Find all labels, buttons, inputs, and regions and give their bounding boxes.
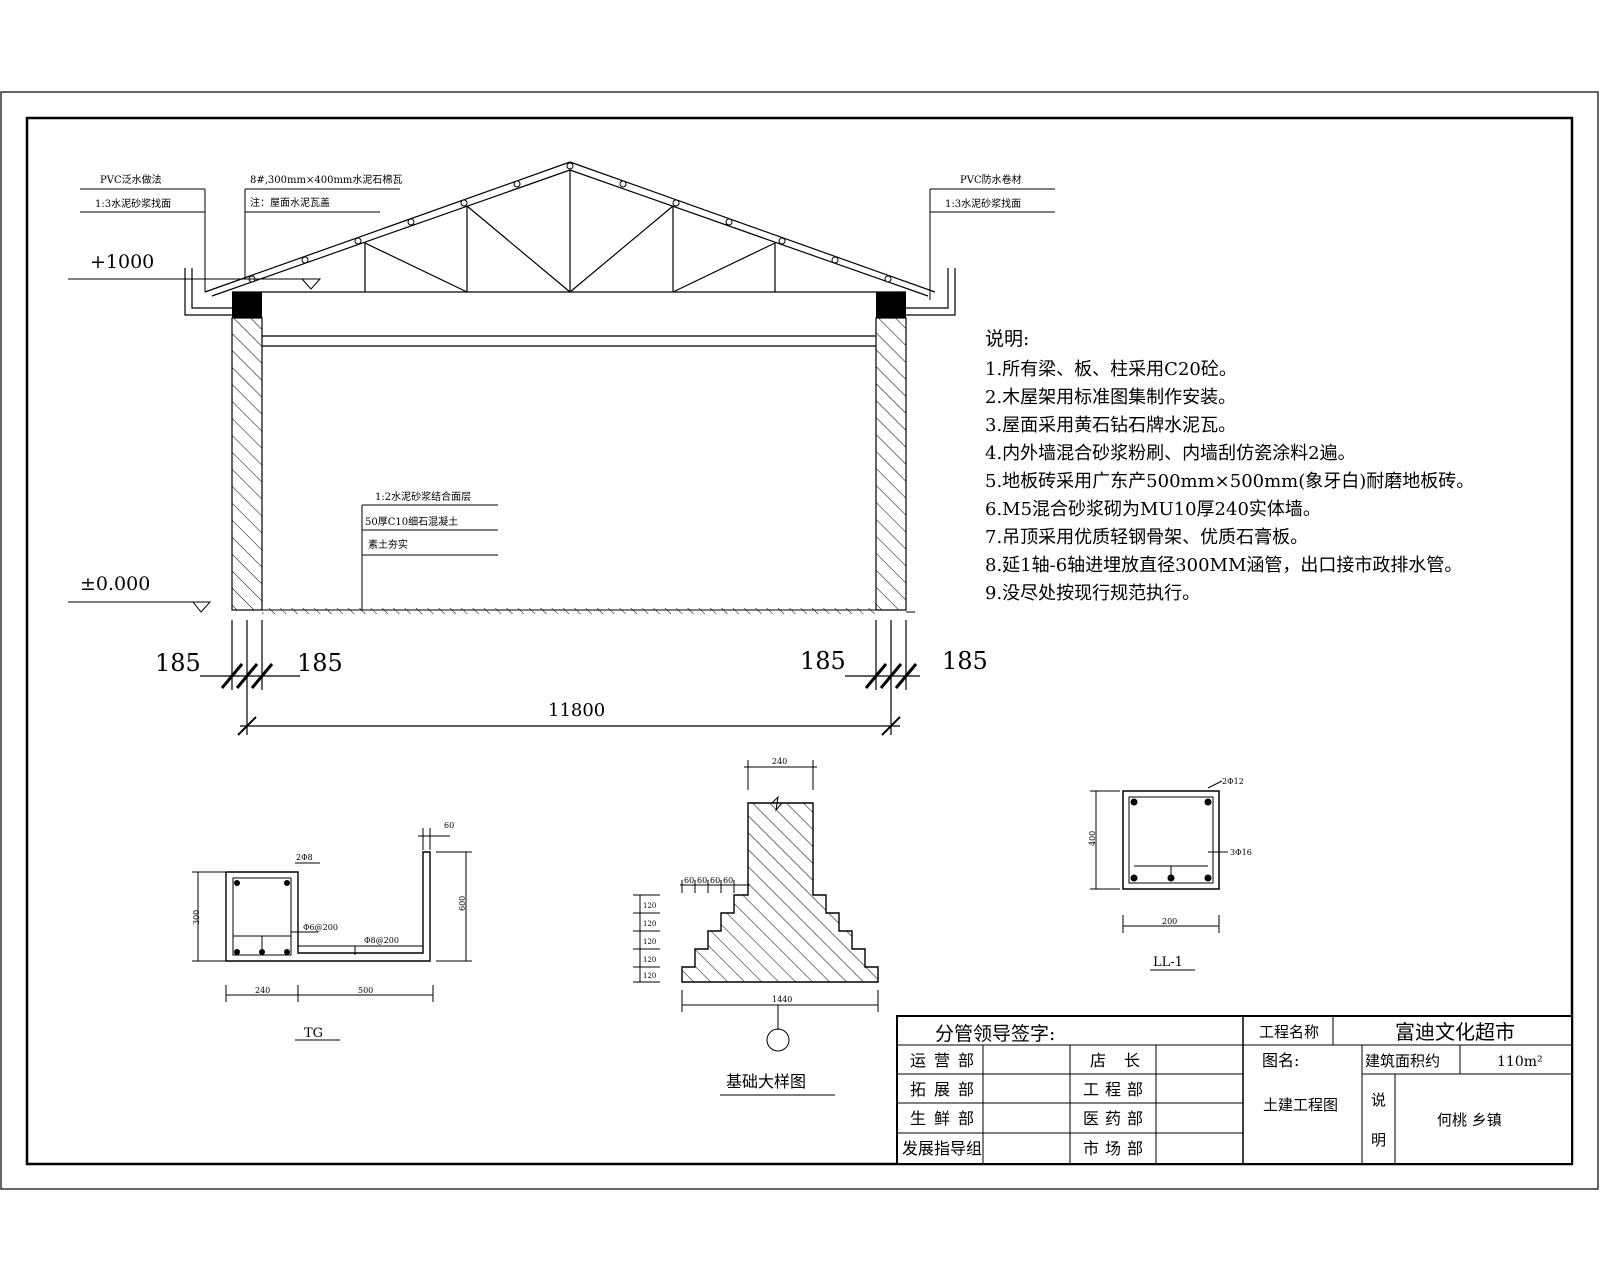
foundation-dim-bottom: 1440 [772, 995, 792, 1004]
roof-note-left-2: 1:3水泥砂浆找面 [95, 197, 171, 210]
building-section: +1000 ±0.000 PVC泛水做法 1:3水泥砂浆找面 8#,300mm×… [68, 161, 1055, 736]
dim-left-outer: 185 [155, 649, 201, 677]
project-name: 富迪文化超市 [1395, 1020, 1515, 1044]
floor-note [361, 504, 498, 610]
area-value: 110m² [1497, 1054, 1543, 1070]
ll1-detail: 2Φ12 3Φ16 400 200 LL-1 [1088, 777, 1252, 971]
foundation-body [681, 802, 879, 983]
title-block: 分管领导签字: 运营部 拓展部 生鲜部 发展指导组 店长 工程部 医药部 市场部… [896, 1015, 1573, 1165]
right-ring-beam [876, 292, 906, 318]
note-item-9: 9.没尽处按现行规范执行。 [985, 583, 1200, 604]
roof-note-left-1: PVC泛水做法 [100, 173, 162, 186]
roof-note-center [244, 188, 400, 279]
foundation-step-2: 60 [697, 876, 707, 885]
title-row-left-1: 运营部 [910, 1051, 982, 1070]
general-notes: 说明: 1.所有梁、板、柱采用C20砼。 2.木屋架用标准图集制作安装。 3.屋… [985, 328, 1474, 604]
foundation-height-4: 120 [643, 956, 656, 964]
ll1-dim-width: 200 [1162, 917, 1177, 926]
note-item-1: 1.所有梁、板、柱采用C20砼。 [985, 359, 1237, 380]
roof-note-right [929, 188, 1055, 300]
tg-dim-top: 60 [444, 821, 454, 830]
title-sign-label: 分管领导签字: [935, 1023, 1055, 1045]
note-item-5: 5.地板砖采用广东产500mm×500mm(象牙白)耐磨地板砖。 [985, 471, 1474, 492]
tg-rebar-top: 2Φ8 [296, 853, 313, 862]
foundation-height-3: 120 [643, 938, 656, 946]
dimension-lines [200, 620, 920, 736]
drawing-label: 图名: [1262, 1051, 1299, 1070]
ll1-caption: LL-1 [1153, 955, 1183, 970]
tg-detail: 2Φ8 Φ6@200 Φ8@200 60 300 600 240 500 TG [192, 821, 472, 1041]
foundation-caption: 基础大样图 [726, 1072, 806, 1091]
tg-dim-height: 300 [192, 910, 201, 925]
tg-dim-right: 600 [458, 896, 467, 911]
note-item-4: 4.内外墙混合砂浆粉刷、内墙刮仿瓷涂料2遍。 [985, 443, 1356, 464]
ll1-bottom-rebar: 3Φ16 [1230, 848, 1252, 857]
gutters [184, 268, 956, 316]
foundation-height-5: 120 [643, 972, 656, 980]
note-item-2: 2.木屋架用标准图集制作安装。 [985, 387, 1236, 408]
foundation-step-1: 60 [684, 876, 694, 885]
level-ground-label: ±0.000 [80, 573, 150, 595]
note-item-8: 8.延1轴-6轴进埋放直径300MM涵管，出口接市政排水管。 [985, 555, 1462, 576]
inner-border [25, 116, 1574, 1166]
roof-note-right-2: 1:3水泥砂浆找面 [945, 197, 1021, 210]
foundation-dim-top: 240 [772, 757, 787, 766]
tg-dim-bottom-right: 500 [358, 986, 373, 995]
foundation-height-2: 120 [643, 920, 656, 928]
dim-right-inner: 185 [800, 647, 846, 675]
ll1-dim-height: 400 [1088, 831, 1097, 846]
left-ring-beam [232, 292, 262, 318]
drawing-name: 土建工程图 [1263, 1096, 1338, 1114]
tg-rebar-stirrup: Φ6@200 [303, 923, 338, 932]
right-wall [875, 317, 907, 611]
roof-note-center-2: 注：屋面水泥瓦盖 [250, 196, 330, 209]
desc-label-2: 明 [1371, 1131, 1386, 1149]
dim-left-inner: 185 [297, 649, 343, 677]
note-item-6: 6.M5混合砂浆砌为MU10厚240实体墙。 [985, 499, 1321, 520]
title-row-mid-3: 医药部 [1083, 1109, 1149, 1128]
dim-right-outer: 185 [942, 647, 988, 675]
roof-truss [204, 161, 936, 297]
level-roof-label: +1000 [90, 251, 154, 273]
tg-dim-bottom-left: 240 [255, 986, 270, 995]
foundation-step-4: 60 [723, 876, 733, 885]
roof-note-left [80, 188, 206, 292]
dim-total: 11800 [548, 700, 605, 721]
area-label: 建筑面积约 [1365, 1052, 1440, 1070]
ground-hatch [262, 608, 876, 614]
roof-note-center-1: 8#,300mm×400mm水泥石棉瓦 [250, 173, 402, 186]
title-row-mid-4: 市场部 [1083, 1139, 1149, 1158]
note-item-3: 3.屋面采用黄石钻石牌水泥瓦。 [985, 415, 1236, 436]
roof-note-right-1: PVC防水卷材 [960, 173, 1022, 186]
title-row-left-3: 生鲜部 [910, 1109, 982, 1128]
desc-value: 何桃 乡镇 [1437, 1111, 1502, 1129]
foundation-detail: 240 1440 60 60 60 60 120 120 120 120 120… [633, 757, 879, 1096]
foundation-height-1: 120 [643, 902, 656, 910]
foundation-step-3: 60 [710, 876, 720, 885]
desc-label: 说 [1371, 1091, 1386, 1109]
note-item-7: 7.吊顶采用优质轻钢骨架、优质石膏板。 [985, 526, 1308, 548]
left-wall [231, 317, 263, 611]
outer-border [0, 91, 1599, 1190]
floor-note-3: 素土夯实 [368, 538, 408, 551]
floor-note-2: 50厚C10细石混凝土 [365, 515, 458, 528]
title-row-mid-2: 工程部 [1083, 1080, 1149, 1099]
ll1-top-rebar: 2Φ12 [1222, 777, 1244, 786]
floor-note-1: 1:2水泥砂浆结合面层 [375, 490, 471, 503]
tg-rebar-plate: Φ8@200 [364, 936, 399, 945]
title-row-mid-1: 店长 [1090, 1051, 1158, 1070]
project-label: 工程名称 [1259, 1023, 1319, 1041]
title-row-left-4: 发展指导组 [902, 1139, 982, 1158]
notes-title: 说明: [985, 328, 1029, 350]
title-row-left-2: 拓展部 [910, 1080, 982, 1099]
tg-caption: TG [304, 1026, 323, 1041]
